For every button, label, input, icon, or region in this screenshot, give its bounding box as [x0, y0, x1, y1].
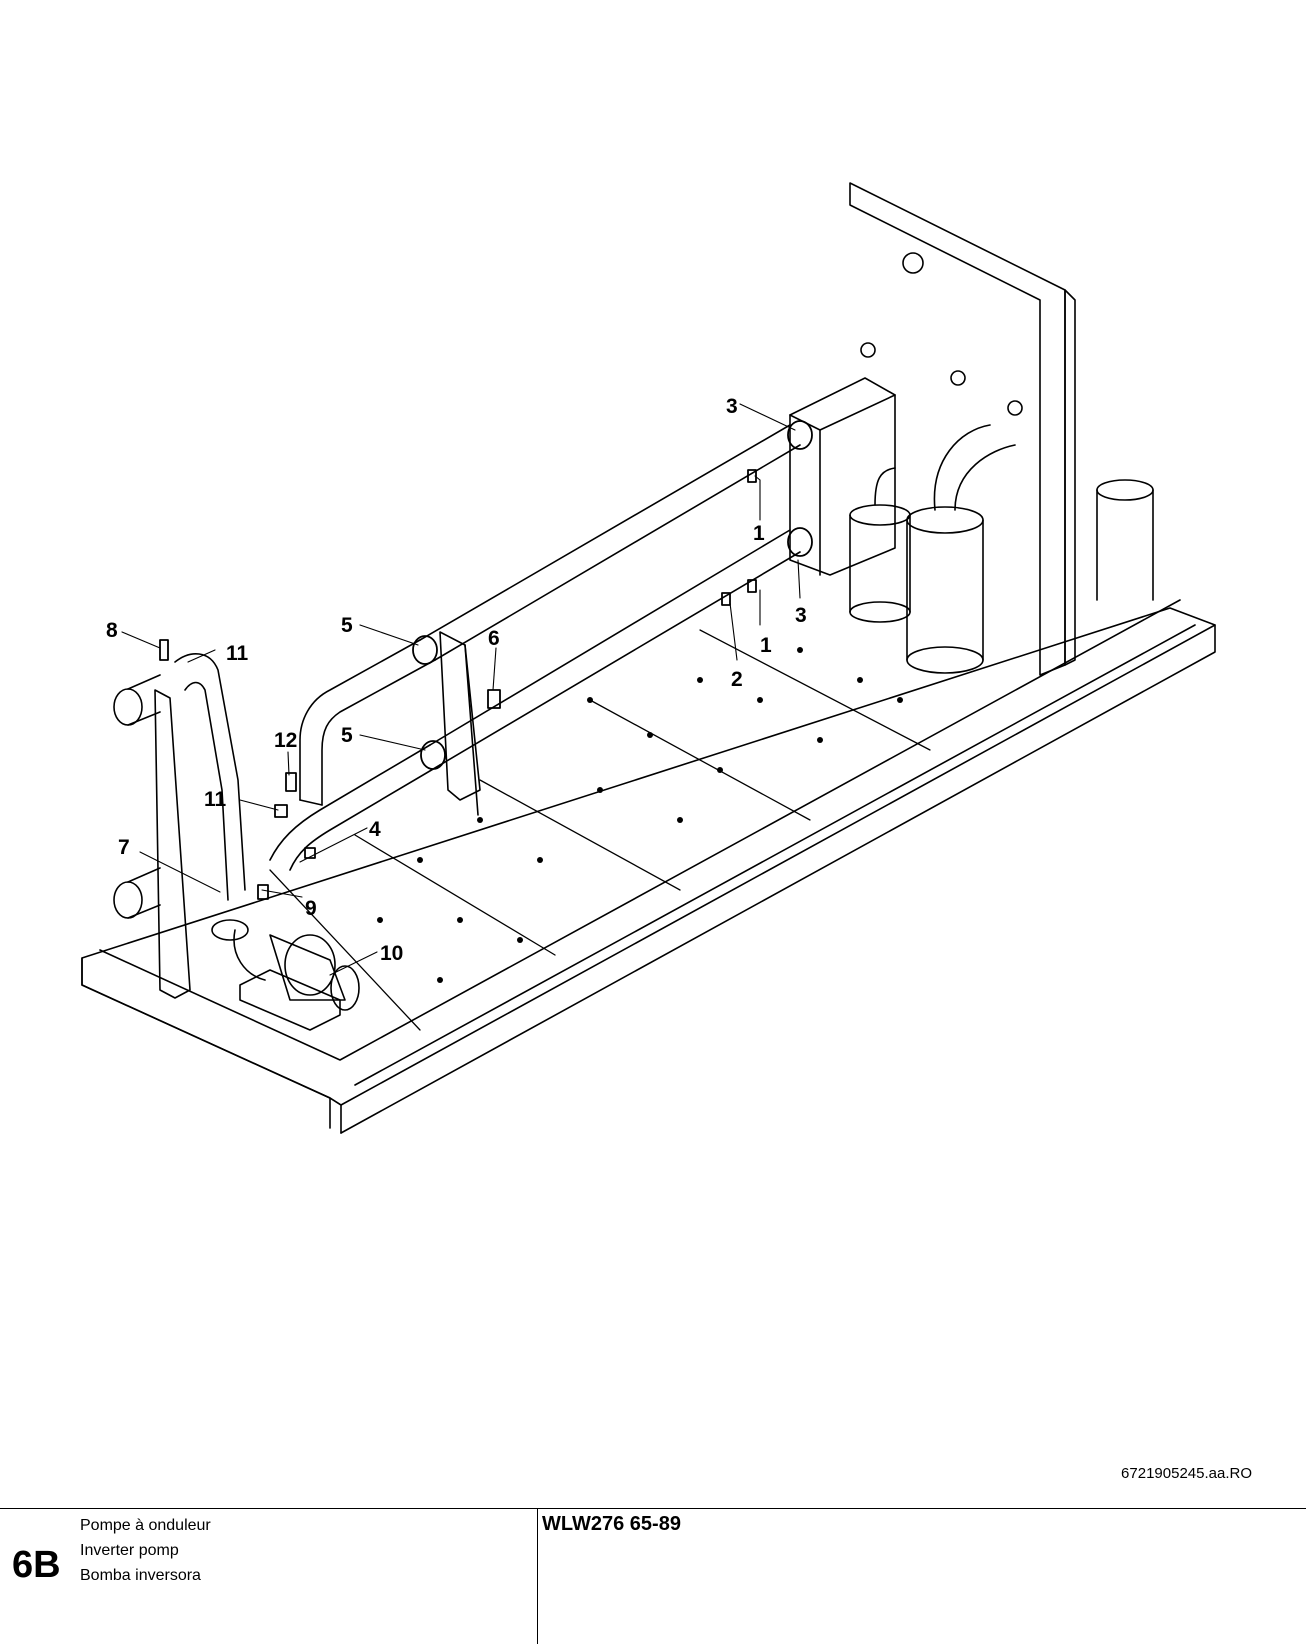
inverter-pump [211, 919, 360, 1031]
back-panel [849, 182, 1076, 676]
clamps-and-fittings [159, 420, 813, 900]
callout-labels: 3 1 1 3 2 8 11 5 6 12 5 11 4 7 9 10 [106, 395, 807, 965]
title-dutch: Inverter pomp [80, 1542, 179, 1559]
callout-2: 2 [731, 668, 743, 691]
callout-3: 3 [795, 604, 807, 627]
callout-5: 5 [341, 724, 353, 747]
return-pipe [113, 653, 246, 919]
title-list: Pompe à onduleur Inverter pomp Bomba inv… [80, 1513, 211, 1588]
floor-holes [377, 647, 903, 983]
callout-3: 3 [726, 395, 738, 418]
model-number: WLW276 65-89 [542, 1513, 681, 1535]
callout-7: 7 [118, 836, 130, 859]
floor-panels [269, 629, 931, 1031]
callout-9: 9 [305, 897, 317, 920]
main-pipes [269, 424, 801, 871]
title-portuguese: Bomba inversora [80, 1567, 201, 1584]
callout-1: 1 [760, 634, 772, 657]
section-code: 6B [12, 1544, 61, 1586]
callout-8: 8 [106, 619, 118, 642]
callout-4: 4 [369, 818, 381, 841]
title-french: Pompe à onduleur [80, 1517, 211, 1534]
callout-10: 10 [380, 942, 403, 965]
footer-divider [537, 1509, 538, 1644]
base-frame [81, 599, 1216, 1134]
callout-5: 5 [341, 614, 353, 637]
callout-11: 11 [204, 788, 227, 811]
exploded-parts-drawing: 3 1 1 3 2 8 11 5 6 12 5 11 4 7 9 10 [81, 182, 1216, 1134]
callout-12: 12 [274, 729, 297, 752]
footer-title-block: 6B Pompe à onduleur Inverter pomp Bomba … [0, 1508, 1306, 1644]
compressors [849, 424, 1154, 674]
callout-1: 1 [753, 522, 765, 545]
heat-exchanger [789, 377, 896, 576]
document-number: 6721905245.aa.RO [1121, 1465, 1252, 1482]
support-stand [154, 631, 481, 999]
callout-6: 6 [488, 627, 500, 650]
leader-lines [121, 403, 801, 976]
callout-11: 11 [226, 642, 249, 665]
